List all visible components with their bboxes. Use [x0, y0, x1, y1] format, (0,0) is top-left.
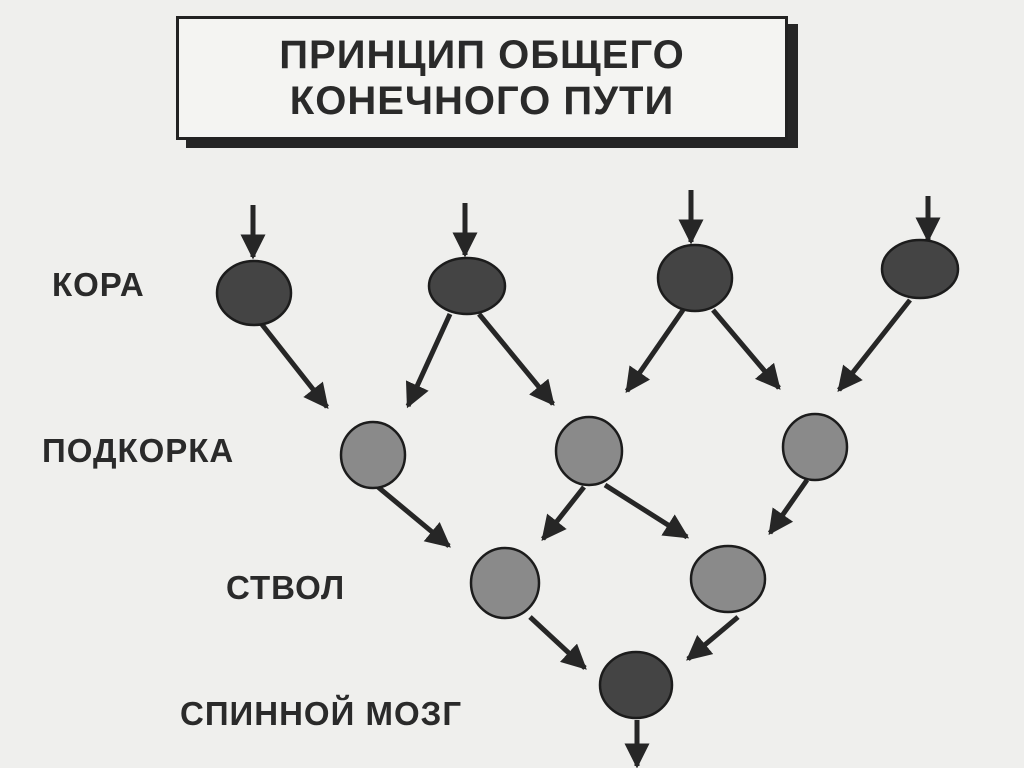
- stem-neuron-1: [469, 546, 541, 620]
- arrow-b2-spinal: [686, 615, 740, 661]
- subcortex-neuron-1: [339, 420, 407, 490]
- title-line-2: КОНЕЧНОГО ПУТИ: [289, 79, 675, 123]
- arrow-b1-spinal: [528, 615, 587, 670]
- subcortex-neuron-2: [554, 415, 624, 487]
- arrow-s3-b2: [767, 478, 810, 536]
- title-box: ПРИНЦИП ОБЩЕГО КОНЕЧНОГО ПУТИ: [176, 16, 788, 140]
- arrow-c1-s1: [258, 320, 329, 409]
- arrow-c4-s3: [837, 298, 912, 392]
- cortex-neuron-1: [215, 259, 293, 327]
- cortex-neuron-4: [880, 238, 960, 300]
- arrow-s2-b2: [603, 482, 690, 540]
- subcortex-to-stem-arrows: [376, 478, 810, 548]
- level-label-cortex: КОРА: [52, 266, 145, 303]
- cortex-neuron-3: [656, 243, 734, 313]
- arrow-c3-s2: [624, 308, 686, 394]
- cortex-neuron-2: [427, 256, 507, 316]
- arrow-c2-s1: [405, 312, 453, 409]
- subcortex-neurons: [339, 412, 849, 490]
- input-arrows: [240, 190, 941, 260]
- arrow-s2-b1: [541, 485, 586, 541]
- subcortex-neuron-3: [781, 412, 849, 482]
- level-label-stem: СТВОЛ: [226, 569, 346, 606]
- spinal-cord-neuron: [598, 650, 674, 720]
- arrow-c3-s3: [711, 308, 781, 390]
- arrow-c2-s2: [477, 312, 555, 406]
- level-label-spinal-cord: СПИННОЙ МОЗГ: [180, 695, 463, 732]
- arrow-s1-b1: [376, 485, 451, 548]
- level-label-subcortex: ПОДКОРКА: [42, 432, 235, 469]
- stem-neurons: [469, 544, 767, 620]
- stem-neuron-2: [689, 544, 767, 614]
- cortex-to-subcortex-arrows: [258, 298, 912, 409]
- cortex-neurons: [215, 238, 960, 327]
- stem-to-spinal-arrows: [528, 615, 740, 670]
- title-line-1: ПРИНЦИП ОБЩЕГО: [279, 33, 685, 77]
